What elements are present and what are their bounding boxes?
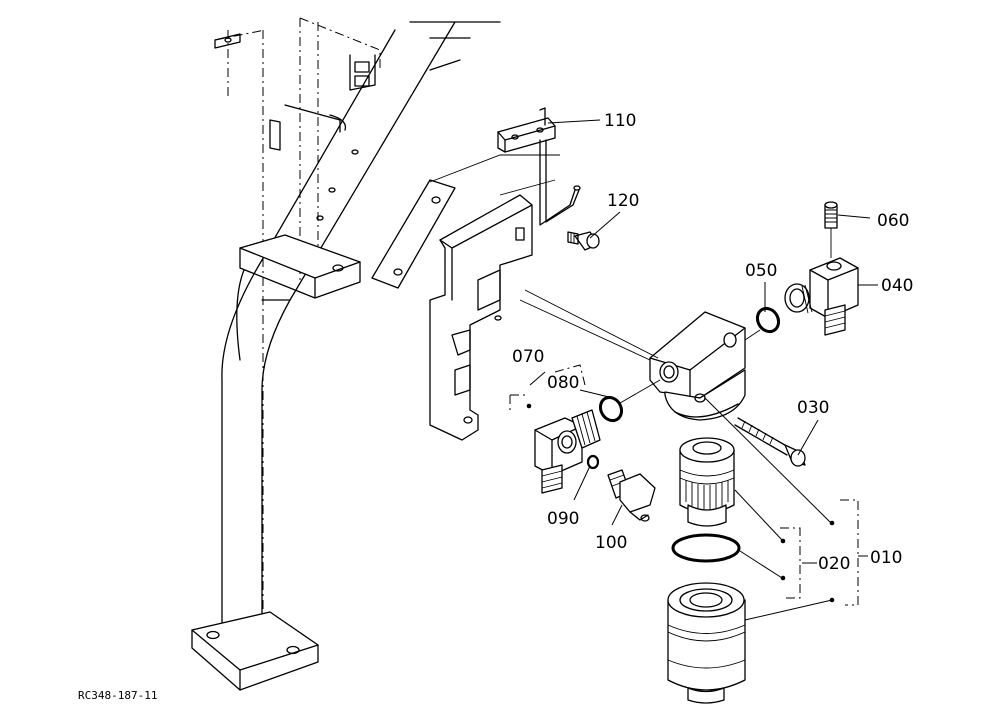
label-090: 100 [595, 533, 627, 553]
part-090-sensor [607, 469, 656, 522]
label-100: 090 [547, 509, 579, 529]
filter-bowl [667, 582, 746, 704]
leader-lines [509, 119, 878, 621]
label-080: 080 [547, 373, 579, 393]
label-010: 010 [870, 548, 902, 568]
filter-element [679, 437, 735, 527]
label-070: 070 [512, 347, 544, 367]
part-050-oring [755, 306, 781, 334]
frame-structure [191, 17, 501, 691]
filter-head [519, 289, 746, 421]
part-030-bolt [734, 417, 806, 467]
label-040: 040 [881, 276, 913, 296]
label-020: 020 [818, 554, 850, 574]
label-110: 110 [604, 111, 636, 131]
label-050: 050 [745, 261, 777, 281]
part-110-bracket [429, 107, 581, 226]
part-100-oring [586, 454, 600, 470]
mounting-bracket [371, 179, 533, 441]
label-030: 030 [797, 398, 829, 418]
part-040-fitting [784, 257, 859, 336]
label-060: 060 [877, 211, 909, 231]
label-120: 120 [607, 191, 639, 211]
part-070-fitting [534, 409, 601, 494]
drawing-reference: RC348-187-11 [78, 689, 157, 702]
part-080-oring [598, 395, 624, 423]
part-020-oring [671, 533, 741, 563]
part-060-bleed-screw [824, 201, 838, 258]
